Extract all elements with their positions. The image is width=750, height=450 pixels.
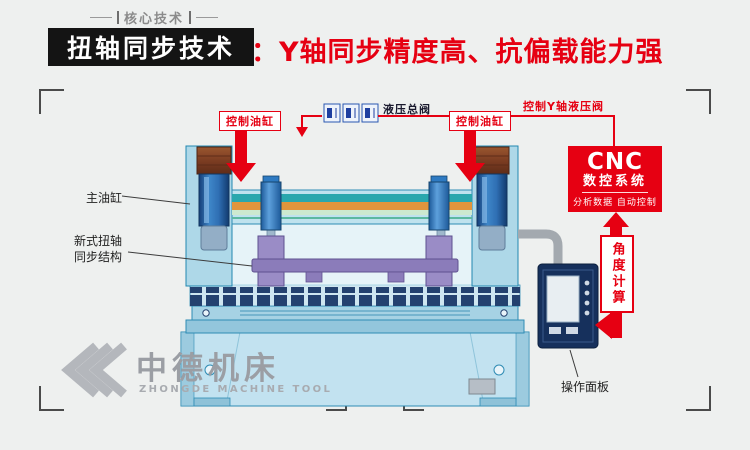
cnc-subtitle: 数控系统	[582, 173, 647, 189]
punch-clamp-row	[189, 284, 521, 307]
machine-foot-right	[479, 397, 517, 407]
main-cylinder-left-graphic	[196, 146, 232, 251]
label-torsion-line2: 同步结构	[74, 250, 123, 264]
leader-lines	[121, 195, 579, 378]
tagline-tick-right	[189, 11, 192, 24]
panel-support-arm	[518, 229, 563, 266]
logo-name: 中德机床	[136, 351, 280, 387]
tagline-line-right	[196, 17, 219, 18]
logo-subtitle: ZHONGDE MACHINE TOOL	[139, 384, 333, 395]
panel-screen	[546, 275, 580, 323]
machine-base	[180, 331, 530, 407]
label-main-cylinder: 主油缸	[86, 191, 123, 205]
angle-calc-box: 角度计算	[600, 235, 634, 313]
label-control-y-axis-valve: 控制Y轴液压阀	[523, 100, 604, 113]
main-cylinder-right-graphic	[474, 146, 510, 251]
cnc-title: CNC	[586, 148, 643, 175]
foot-pedal	[468, 378, 496, 395]
label-torsion-structure: 新式扭轴 同步结构	[74, 233, 122, 265]
operation-panel-graphic	[537, 263, 599, 349]
page-subtitle: ：Y轴同步精度高、抗偏载能力强	[251, 37, 664, 68]
label-hydraulic-main-valve: 液压总阀	[383, 103, 431, 116]
flow-arrow-to-cnc	[603, 212, 629, 236]
machine-bed	[185, 305, 525, 334]
flow-arrow-head-panel	[595, 312, 612, 339]
cnc-divider	[582, 191, 648, 193]
label-operation-panel: 操作面板	[561, 380, 610, 394]
page-title: 扭轴同步技术	[48, 28, 254, 66]
logo-chevron-icon	[61, 342, 127, 398]
tagline-text: 核心技术	[124, 12, 185, 27]
hydraulic-valve-cluster	[323, 103, 379, 123]
tagline-line-left	[90, 17, 112, 18]
handwheel-right	[493, 364, 505, 376]
flow-arrows	[226, 131, 629, 339]
tagline-tick-left	[117, 11, 119, 24]
corner-marks	[39, 89, 711, 411]
handwheel-left	[204, 364, 216, 376]
panel-buttons	[549, 280, 590, 334]
machine-foot-left	[193, 397, 231, 407]
cnc-caption: 分析数据 自动控制	[573, 197, 657, 208]
label-control-cylinder-left: 控制油缸	[219, 111, 281, 131]
cnc-system-box: CNC 数控系统 分析数据 自动控制	[568, 146, 662, 212]
flow-arrow-left-cylinder	[226, 131, 256, 182]
header-tagline: 核心技术	[90, 8, 219, 27]
flow-arrow-shaft-panel	[610, 311, 622, 338]
label-control-cylinder-right: 控制油缸	[449, 111, 511, 131]
flow-arrow-right-cylinder	[455, 131, 485, 182]
label-torsion-line1: 新式扭轴	[74, 234, 123, 248]
